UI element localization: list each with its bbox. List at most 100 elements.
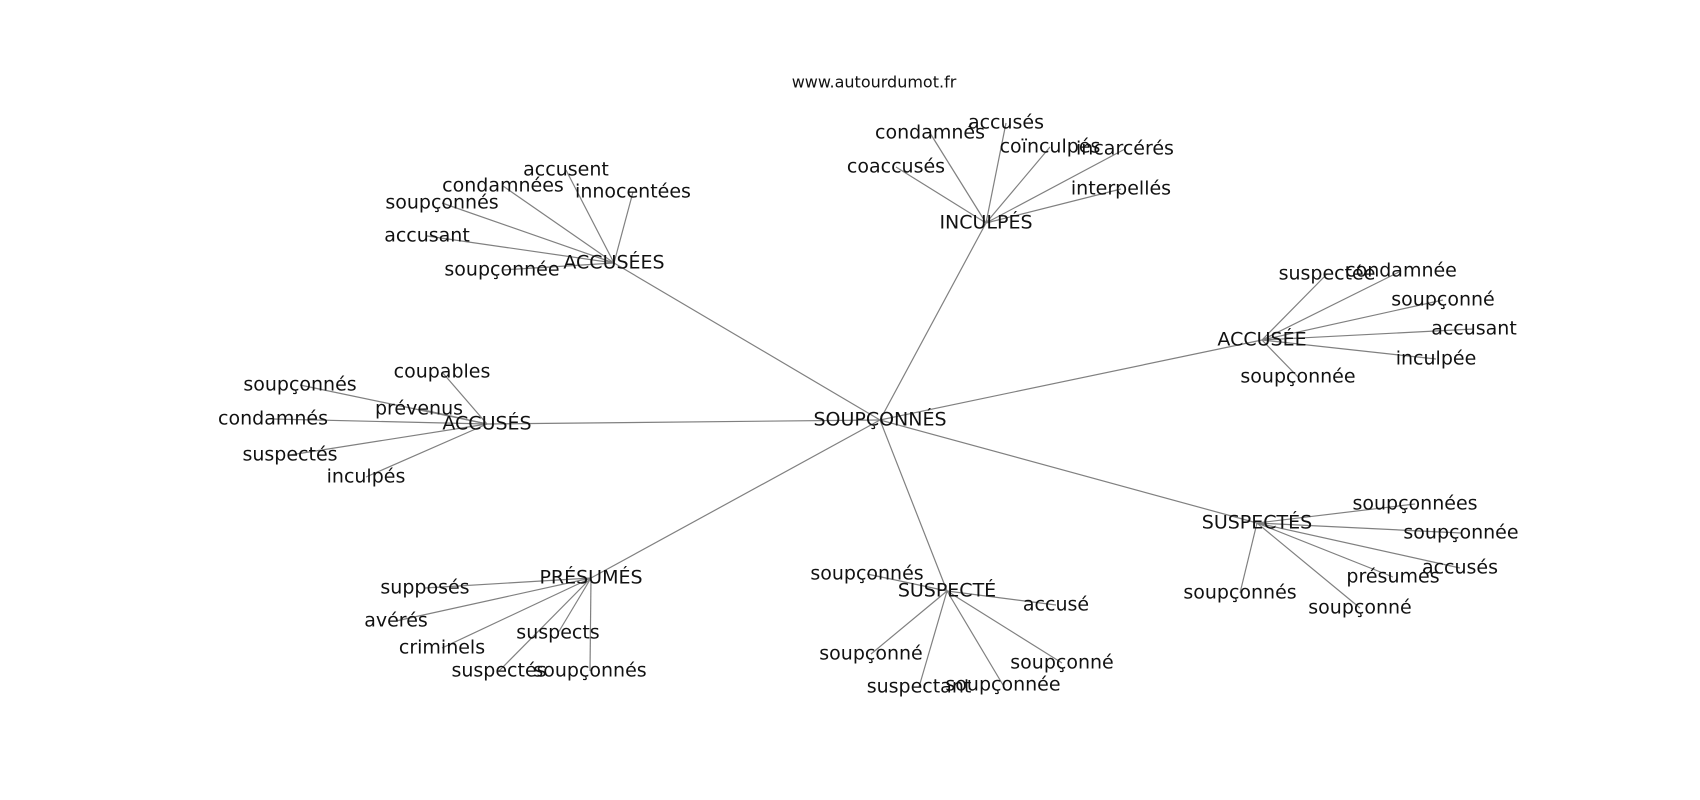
leaf-node: suspectant [867,676,972,698]
edge-hub-to-leaf [1239,522,1258,594]
edge-center-to-hub [879,339,1263,421]
edge-hub-to-leaf [1261,299,1444,341]
leaf-node: soupçonnés [810,563,923,585]
leaf-node: inculpée [1396,348,1477,370]
hub-node: ACCUSÉES [563,251,664,274]
leaf-node: inculpés [327,466,406,488]
leaf-node: soupçonnés [385,192,498,214]
edge-center-to-hub [879,222,987,421]
edge-center-to-hub [486,419,881,425]
edge-hub-to-leaf [565,169,615,264]
leaf-node: soupçonnés [243,374,356,396]
edge-hub-to-leaf [589,577,592,672]
leaf-node: condamnées [442,175,564,197]
leaf-node: suspectés [451,660,546,682]
leaf-node: accusant [384,225,470,247]
edge-hub-to-leaf [1261,328,1475,341]
edge-hub-to-leaf [929,132,987,224]
edge-center-to-hub [879,419,948,592]
edge-hub-to-leaf [1256,522,1394,578]
edge-hub-to-leaf [365,423,488,478]
leaf-node: prévenus [375,398,463,420]
leaf-node: condamnés [218,408,328,430]
leaf-node: criminels [399,637,485,659]
leaf-node: suspectée [1279,263,1376,285]
edge-center-to-hub [879,419,1258,524]
edge-hub-to-leaf [985,122,1007,224]
edge-hub-to-leaf [985,148,1126,224]
edge-hub-to-leaf [866,573,948,592]
edge-hub-to-leaf [1256,503,1416,524]
edge-hub-to-leaf [498,577,592,672]
leaf-node: accusent [523,159,609,181]
edge-hub-to-leaf [895,166,987,224]
hub-node: PRÉSUMÉS [539,566,642,589]
edge-hub-to-leaf [395,577,592,622]
edge-hub-to-leaf [870,590,948,655]
hub-node: SUSPECTÉ [898,579,996,602]
leaf-node: supposés [380,577,469,599]
edge-hub-to-leaf [418,408,488,425]
leaf-node: accusés [968,112,1044,134]
leaf-node: coaccusés [847,156,945,178]
leaf-node: soupçonnée [1403,522,1518,544]
leaf-node: soupçonné [1010,652,1113,674]
edge-hub-to-leaf [985,146,1051,224]
leaf-node: condamnés [875,122,985,144]
hub-node: ACCUSÉS [442,412,531,435]
edge-hub-to-leaf [613,191,634,264]
leaf-node: soupçonnée [1240,366,1355,388]
edge-hub-to-leaf [1256,522,1361,609]
edge-hub-to-leaf [946,590,1057,606]
edge-hub-to-leaf [441,202,615,264]
edge-hub-to-leaf [557,577,592,634]
edge-hub-to-leaf [1261,270,1402,341]
leaf-node: innocentées [575,181,691,203]
leaf-node: soupçonné [819,643,922,665]
edge-hub-to-leaf [946,590,1063,664]
leaf-node: soupçonnés [1183,582,1296,604]
edge-hub-to-leaf [502,185,615,264]
graph-edges [272,122,1475,688]
edge-hub-to-leaf [1261,273,1328,341]
leaf-node: soupçonnée [444,259,559,281]
edge-hub-to-leaf [441,371,488,425]
edge-hub-to-leaf [1256,522,1461,569]
leaf-node: soupçonné [1308,597,1411,619]
leaf-node: accusé [1023,594,1089,616]
edge-center-to-hub [613,262,881,421]
hub-node: ACCUSÉE [1217,328,1306,351]
edge-hub-to-leaf [1261,339,1437,360]
leaf-node: coïnculpés [1000,136,1101,158]
edge-hub-to-leaf [1256,522,1462,534]
leaf-node: incarcérés [1076,138,1174,160]
leaf-node: avérés [364,610,428,632]
leaf-node: soupçonnés [533,660,646,682]
hub-node: SUSPECTÉS [1202,511,1312,534]
leaf-node: soupçonnées [1352,493,1477,515]
edge-hub-to-leaf [426,235,615,264]
source-url: www.autourdumot.fr [792,73,957,92]
leaf-node: interpellés [1071,178,1171,200]
edge-hub-to-leaf [441,577,592,649]
leaf-node: suspects [516,622,599,644]
leaf-node: accusant [1431,318,1517,340]
edge-hub-to-leaf [272,418,488,425]
edge-hub-to-leaf [1261,339,1299,378]
edge-center-to-hub [590,419,881,579]
edge-hub-to-leaf [424,577,592,589]
center-node: SOUPÇONNÉS [813,408,946,431]
leaf-node: soupçonné [1391,289,1494,311]
edge-hub-to-leaf [985,188,1122,224]
edge-hub-to-leaf [501,262,615,271]
leaf-node: coupables [394,361,491,383]
leaf-node: présumés [1346,566,1439,588]
edge-hub-to-leaf [918,590,948,688]
leaf-node: condamnée [1345,260,1457,282]
leaf-node: suspectés [242,444,337,466]
hub-node: INCULPÉS [939,211,1032,234]
edge-hub-to-leaf [289,423,488,456]
edge-hub-to-leaf [946,590,1004,686]
